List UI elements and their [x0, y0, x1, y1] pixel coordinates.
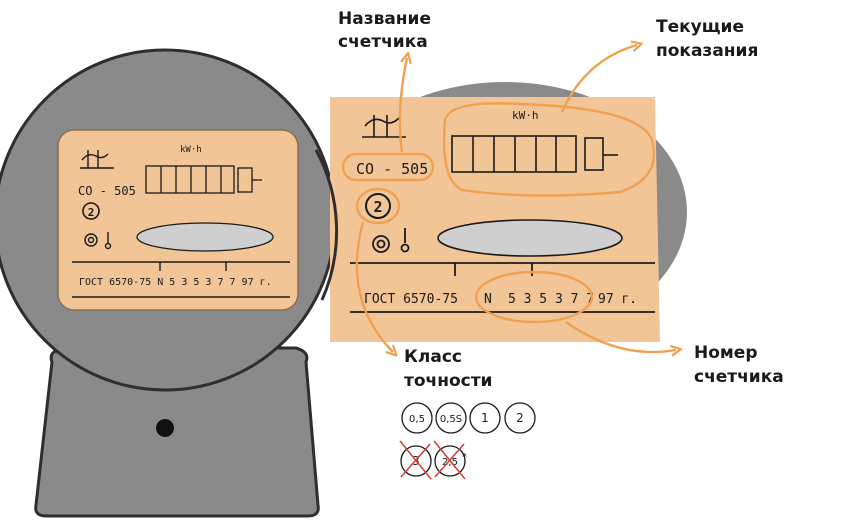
plate-year: 97 г. — [598, 292, 637, 307]
highlight-class — [355, 187, 401, 225]
arrow-class — [355, 221, 393, 352]
accuracy-class-label: 2,5 — [442, 457, 458, 468]
accuracy-class-large-label: 2 — [373, 198, 382, 216]
accuracy-class-circle — [504, 402, 536, 434]
highlight-serial — [474, 270, 594, 324]
plate-text-small: ГОСТ 6570-75 N 5 3 5 3 7 7 97 г. — [79, 277, 272, 288]
accuracy-class-item: 0,5S — [435, 402, 467, 434]
highlight-readings — [442, 102, 656, 197]
accuracy-class-circle — [469, 402, 501, 434]
approval-symbols-large — [372, 228, 410, 253]
accuracy-class-label: 2 — [516, 411, 524, 425]
accuracy-class-circle — [435, 402, 467, 434]
accuracy-class-item: 2 — [504, 402, 536, 434]
accuracy-class-label: 1 — [481, 411, 489, 425]
highlight-model — [341, 152, 435, 182]
disc-window-small — [136, 222, 274, 252]
mounting-hole — [156, 419, 174, 437]
arrow-name — [398, 58, 407, 153]
accuracy-class-label: 0,5 — [409, 414, 425, 425]
accuracy-class-large — [365, 193, 391, 219]
arrow-readings — [560, 45, 637, 113]
crossed-out-mark — [399, 440, 432, 480]
accuracy-note-mark: * — [462, 452, 467, 463]
accuracy-class-label: 0,5S — [440, 414, 462, 425]
accuracy-class-item: 2,5 — [433, 440, 466, 480]
meter-model-large: СО - 505 — [356, 160, 428, 178]
label-number-2: счетчика — [694, 367, 784, 387]
highlights — [341, 45, 676, 352]
crossed-out-mark — [433, 440, 466, 480]
accuracy-class-item: 0,5 — [401, 402, 433, 434]
counter-small — [145, 165, 262, 194]
label-class-1: Класс — [404, 347, 462, 367]
accuracy-class-item: 3 — [399, 440, 432, 480]
label-number-1: Номер — [694, 343, 758, 363]
accuracy-class-small-label: 2 — [88, 206, 95, 219]
label-class-2: точности — [404, 371, 492, 391]
plate-serial: 5 3 5 3 7 7 — [508, 292, 594, 307]
meter-model-small: СО - 505 — [78, 184, 136, 198]
plate-gost: ГОСТ 6570-75 — [364, 292, 458, 307]
disc-window-large — [437, 219, 623, 257]
accuracy-class-small — [82, 202, 100, 220]
accuracy-class-list: 0,5 0,5S 1 2 3 2,5 — [399, 402, 536, 480]
accuracy-class-circle — [401, 402, 433, 434]
arrow-number — [565, 321, 676, 352]
zoomed-plate: СО - 505 2 kW·h ГОСТ 6570-75 N 5 3 5 3 7… — [330, 97, 660, 342]
counter-large — [451, 135, 618, 173]
manufacturer-logo-large — [362, 115, 406, 138]
unit-label-small: kW·h — [180, 145, 202, 155]
meter-face-plate: СО - 505 2 kW·h ГОСТ 6570-75 N 5 3 5 3 7 — [57, 129, 299, 311]
label-readings-1: Текущие — [656, 17, 744, 37]
accuracy-class-item: 1 — [469, 402, 501, 434]
label-name-2: счетчика — [338, 32, 428, 52]
manufacturer-logo — [80, 150, 114, 169]
label-readings-2: показания — [656, 41, 758, 61]
label-name-1: Название — [338, 9, 431, 29]
unit-label-large: kW·h — [512, 109, 539, 122]
plate-n: N — [484, 292, 492, 307]
approval-symbols-small — [84, 232, 112, 250]
